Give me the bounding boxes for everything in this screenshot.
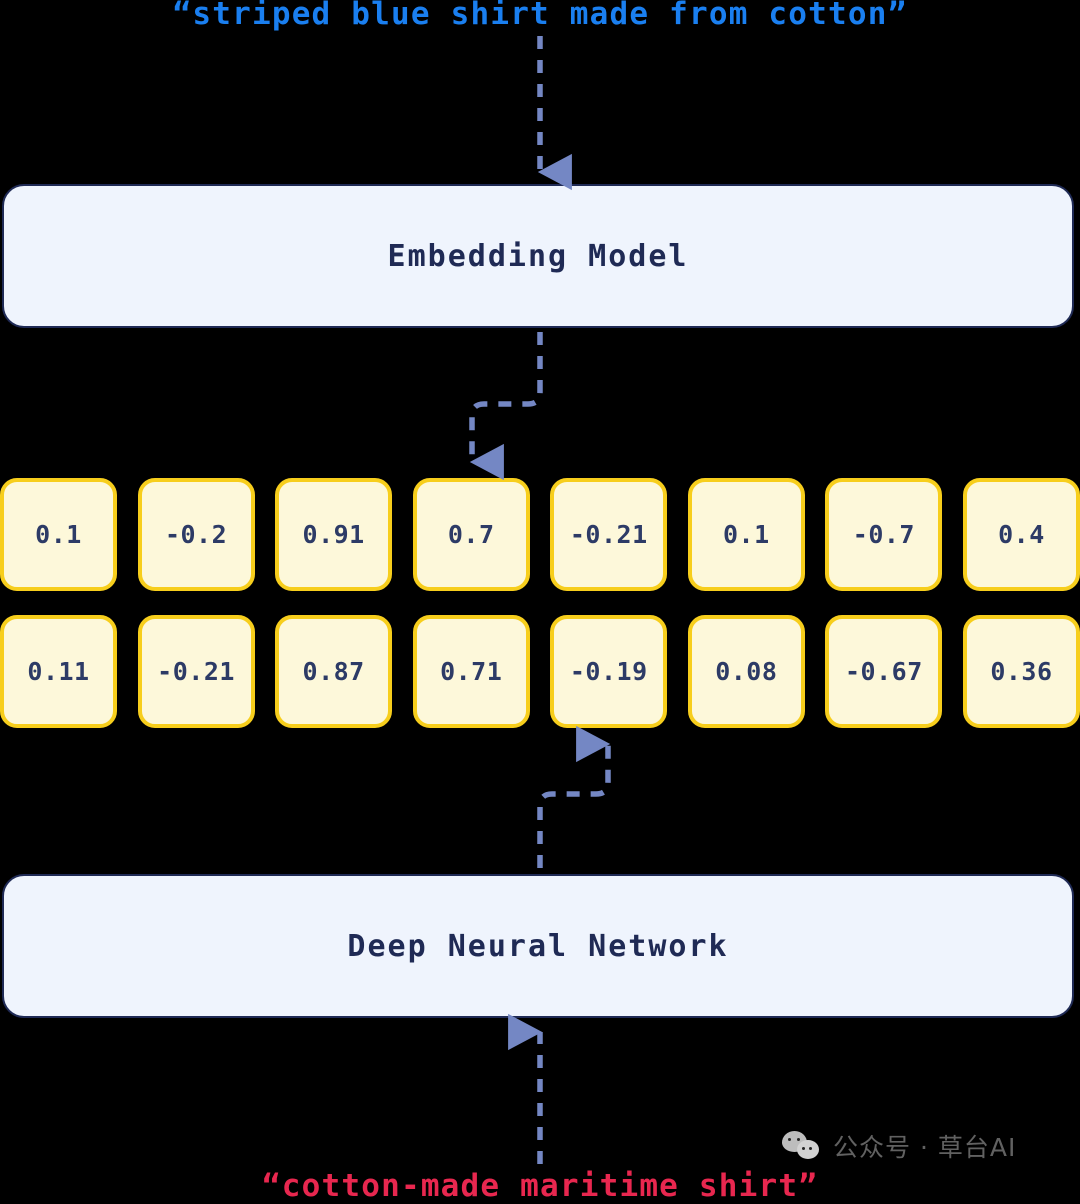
vector-cell: -0.19 <box>550 615 668 728</box>
wechat-icon <box>782 1131 822 1161</box>
vector-cell: -0.21 <box>550 478 668 591</box>
query-caption: “striped blue shirt made from cotton” <box>172 0 908 32</box>
vector-cell: 0.1 <box>0 478 117 591</box>
arrow-embedding-model-to-query-vector <box>469 332 543 481</box>
watermark: 公众号 · 草台AI <box>782 1128 1016 1164</box>
query-embedding-row: 0.1 -0.2 0.91 0.7 -0.21 0.1 -0.7 0.4 <box>0 478 1080 591</box>
vector-cell: 0.7 <box>412 478 530 591</box>
vector-cell: 0.87 <box>275 615 393 728</box>
vector-cell: -0.21 <box>137 615 255 728</box>
vector-cell: -0.7 <box>825 478 943 591</box>
vector-cell: 0.1 <box>687 478 805 591</box>
vector-cell: 0.4 <box>962 478 1080 591</box>
watermark-text: 公众号 · 草台AI <box>833 1133 1017 1162</box>
deep-neural-network-box: Deep Neural Network <box>2 874 1074 1018</box>
embedding-model-label: Embedding Model <box>387 238 689 274</box>
vector-cell: 0.11 <box>0 615 117 728</box>
vector-cell: -0.67 <box>825 615 943 728</box>
vector-cell: -0.2 <box>137 478 255 591</box>
vector-cell: 0.08 <box>687 615 805 728</box>
document-caption: “cotton-made maritime shirt” <box>261 1168 819 1204</box>
vector-cell: 0.91 <box>275 478 393 591</box>
document-embedding-row: 0.11 -0.21 0.87 0.71 -0.19 0.08 -0.67 0.… <box>0 615 1080 728</box>
vector-cell: 0.36 <box>962 615 1080 728</box>
vector-cell: 0.71 <box>412 615 530 728</box>
arrow-dnn-to-document-vector <box>537 725 611 868</box>
embedding-model-box: Embedding Model <box>2 184 1074 328</box>
deep-neural-network-label: Deep Neural Network <box>347 928 729 964</box>
